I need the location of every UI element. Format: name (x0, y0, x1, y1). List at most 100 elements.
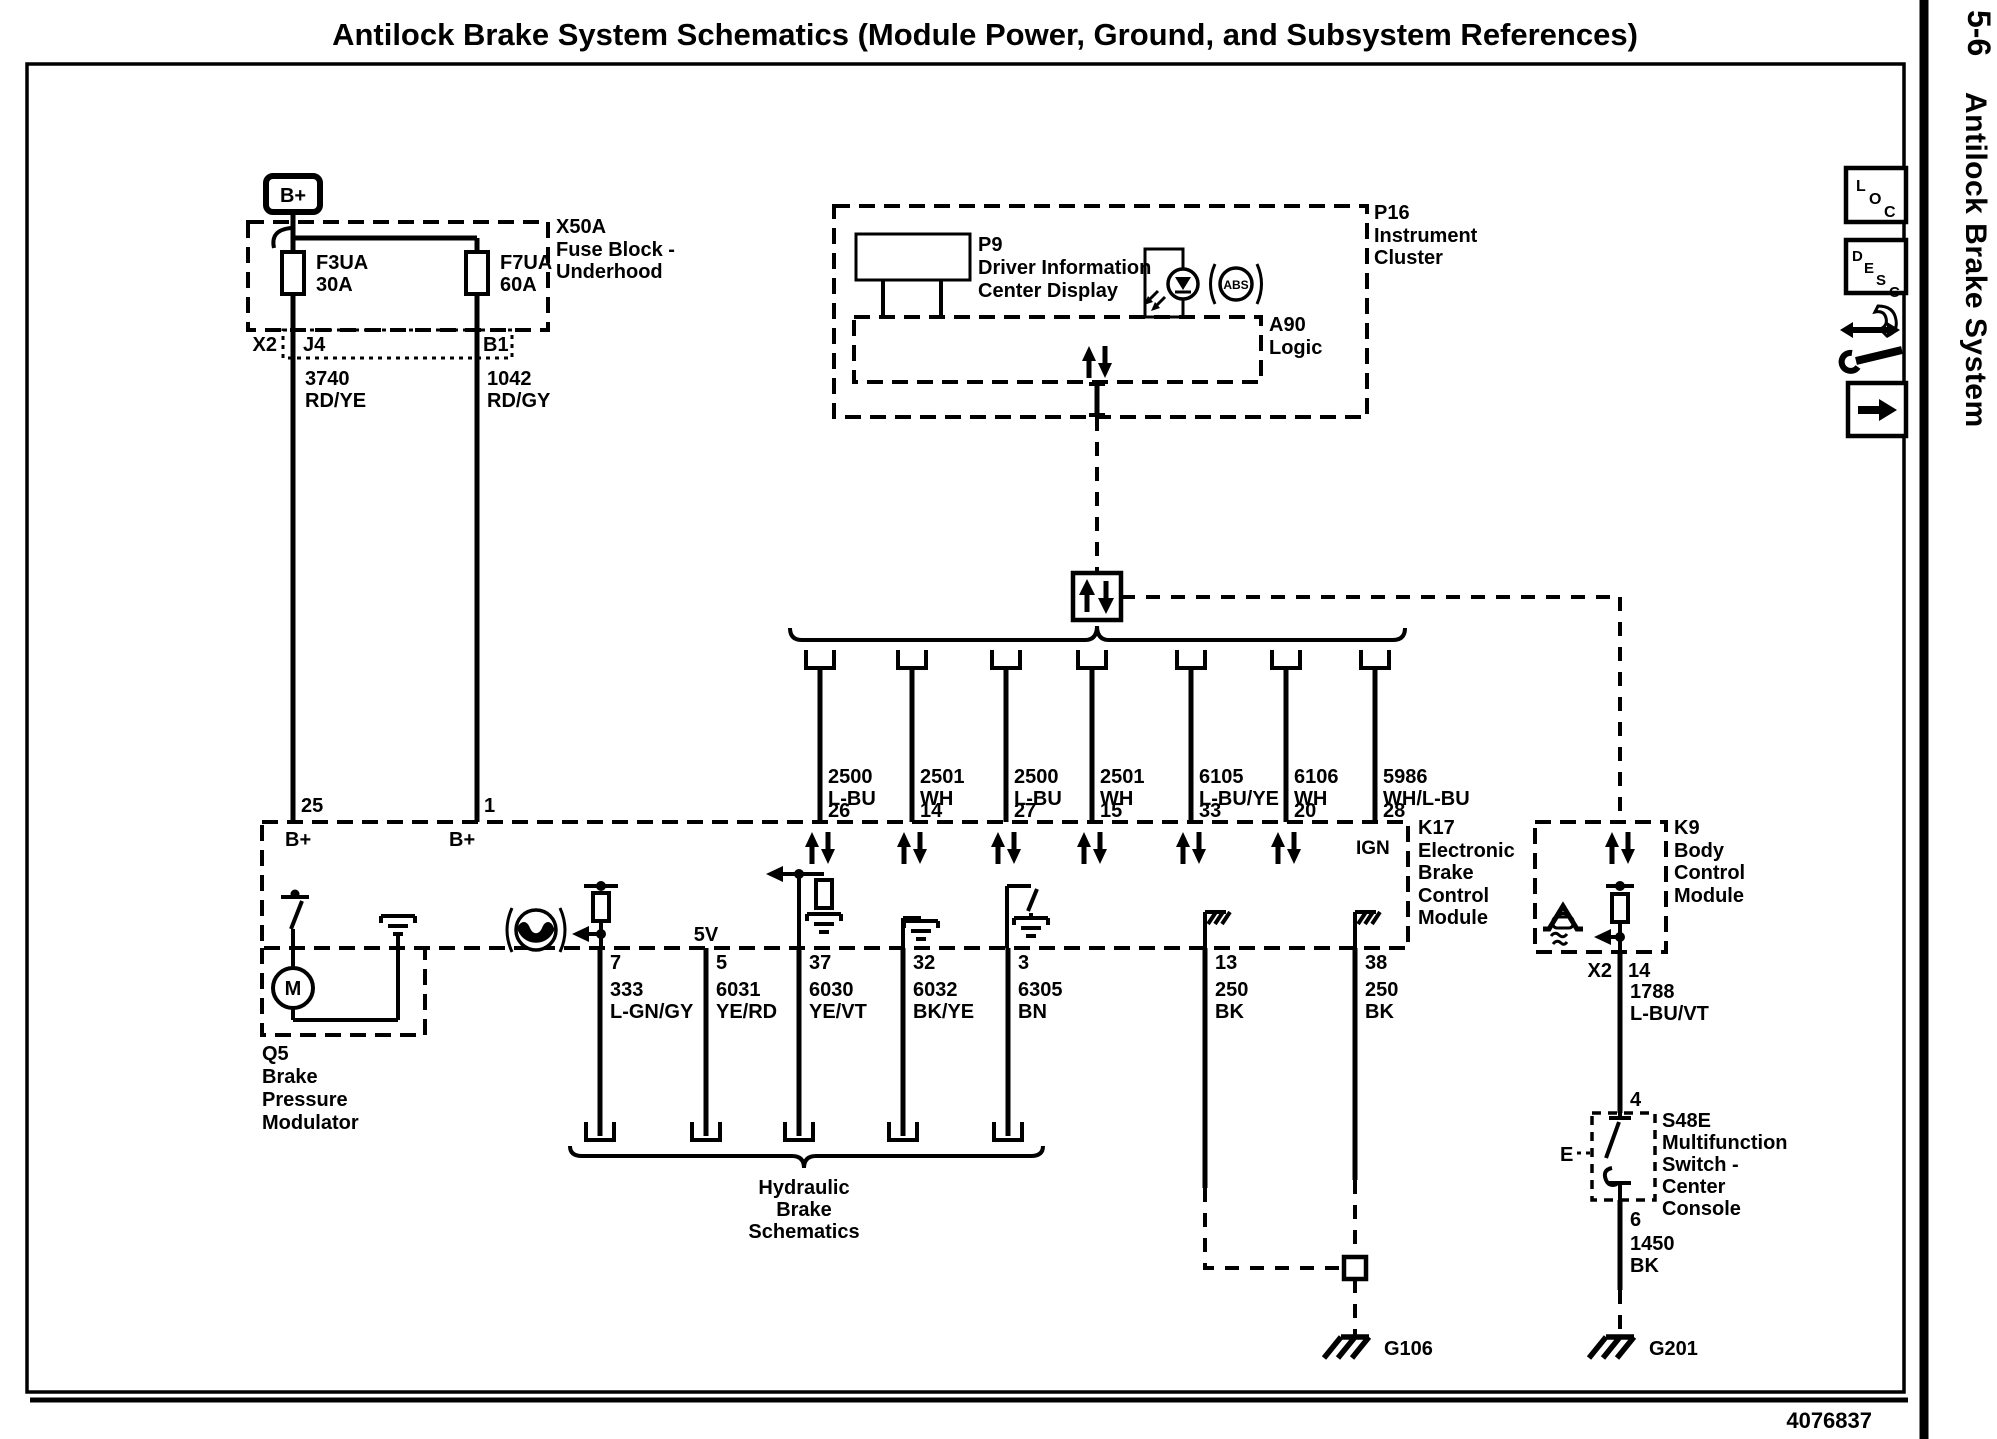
k17-id: K17 (1418, 817, 1455, 839)
bus6-color: WH (1294, 788, 1327, 810)
desc-letter-e: E (1864, 260, 1874, 277)
k9-name3: Module (1674, 885, 1744, 907)
bus3-color: L-BU (1014, 788, 1062, 810)
bus-wire-2: 2501 WH 14 (897, 648, 965, 864)
fuse-f7ua: F7UA 60A (464, 250, 552, 296)
bus5-color: L-BU/YE (1199, 788, 1279, 810)
k9-pullup-circuit (1594, 881, 1634, 952)
bus2-color: WH (920, 788, 953, 810)
q5-brake-pressure-modulator: M Q5 Brake Pressure Modulator (260, 948, 427, 1134)
g201-ground-icon (1589, 1337, 1634, 1358)
pin38-internal-ground-icon (1353, 910, 1382, 948)
bus1-arrows-icon (805, 832, 835, 864)
bus5-arrows-icon (1176, 832, 1206, 864)
k9-pin-label: 14 (1628, 960, 1651, 982)
low-wire-7: 7 333 L-GN/GY (584, 948, 694, 1142)
signal-arrow-icon (1594, 929, 1611, 945)
wire-3740: 3740 RD/YE 25 B+ (285, 294, 366, 851)
wire6031-color: YE/RD (716, 1001, 777, 1023)
fuse-block-id: X50A (556, 216, 606, 238)
k9-name1: Body (1674, 840, 1725, 862)
g106-label: G106 (1384, 1338, 1433, 1360)
hydraulic-line1: Hydraulic (758, 1177, 849, 1199)
k17-name2: Brake (1418, 862, 1474, 884)
desc-button[interactable]: D E S C (1843, 237, 1909, 301)
bus4-pin: 15 (1100, 800, 1122, 822)
wire1450-circuit: 1450 (1630, 1233, 1675, 1255)
pin37-label: 37 (809, 952, 831, 974)
k17-pin-25-name: B+ (285, 829, 311, 851)
wire1788-circuit: 1788 (1630, 981, 1675, 1003)
pin37-internal-circuit (766, 866, 843, 948)
abs-text: ABS (1223, 278, 1248, 292)
splice-g106: G106 (1324, 1254, 1433, 1360)
page-title: Antilock Brake System Schematics (Module… (332, 17, 1638, 52)
desc-letter-s: S (1876, 272, 1886, 289)
bus1-color: L-BU (828, 788, 876, 810)
fuse1-rating: 30A (316, 274, 353, 296)
loc-letter-l: L (1856, 178, 1866, 195)
diagnostic-wrench-icon[interactable] (1838, 304, 1903, 374)
wire333-circuit: 333 (610, 979, 643, 1001)
bus6-pin: 20 (1294, 800, 1316, 822)
a90-name: Logic (1269, 337, 1322, 359)
serial-data-box-icon (1070, 570, 1124, 623)
terminal-j4-label: J4 (303, 334, 326, 356)
hydraulic-brake-schematics-ref: Hydraulic Brake Schematics (568, 1145, 1045, 1243)
wire1788-color: L-BU/VT (1630, 1003, 1709, 1025)
low-wire-3: 3 6305 BN (992, 948, 1063, 1142)
wire6030-color: YE/VT (809, 1001, 867, 1023)
s48e-name2: Switch - (1662, 1154, 1739, 1176)
battery-positive-terminal: B+ (263, 173, 323, 215)
s48e-name4: Console (1662, 1198, 1741, 1220)
wire6031-circuit: 6031 (716, 979, 761, 1001)
fuse-block-connector: X2 J4 B1 (253, 328, 514, 360)
wire6032-circuit: 6032 (913, 979, 958, 1001)
k9-body-control-module: K9 Body Control Module X2 14 (1533, 817, 1745, 982)
pin32-internal-circuit (901, 916, 940, 948)
k17-module: K17 Electronic Brake Control Module (260, 817, 1515, 1022)
bus-wire-7: 5986 WH/L-BU 28 IGN (1356, 648, 1470, 859)
dic-display-symbol (854, 232, 972, 317)
bus3-pin: 27 (1014, 800, 1036, 822)
pin7-internal-circuit (572, 881, 618, 948)
section-title: Antilock Brake System (1959, 92, 1992, 428)
loc-letter-c: C (1884, 204, 1896, 221)
k17-5v-label: 5V (694, 924, 719, 946)
brake-warning-icon (505, 907, 567, 953)
g106-ground-icon (1324, 1337, 1369, 1358)
bus4-circuit: 2501 (1100, 766, 1145, 788)
q5-id: Q5 (262, 1043, 289, 1065)
loc-button[interactable]: L O C (1843, 165, 1909, 225)
low-wire-5: 5 6031 YE/RD (690, 948, 777, 1142)
q5-name2: Pressure (262, 1089, 348, 1111)
logic-a90: A90 Logic (852, 314, 1322, 384)
pin7-label: 7 (610, 952, 621, 974)
pin5-label: 5 (716, 952, 727, 974)
s48e-multifunction-switch: 4 E S48E Multifunction Switch - Center C… (1560, 1089, 1788, 1231)
k17-name3: Control (1418, 885, 1489, 907)
k17-pin-1-name: B+ (449, 829, 475, 851)
forward-arrow-button[interactable] (1845, 380, 1909, 439)
q5-name1: Brake (262, 1066, 318, 1088)
k9-id: K9 (1674, 817, 1700, 839)
bus6-circuit: 6106 (1294, 766, 1339, 788)
wire250b-circuit: 250 (1365, 979, 1398, 1001)
k9-serial-arrows-icon (1605, 832, 1635, 864)
ground-wire-38: 38 250 BK (1352, 948, 1398, 1257)
s48e-name1: Multifunction (1662, 1132, 1788, 1154)
s48e-id: S48E (1662, 1110, 1711, 1132)
g201-label: G201 (1649, 1338, 1698, 1360)
battery-label: B+ (280, 185, 306, 207)
bus2-circuit: 2501 (920, 766, 965, 788)
signal-arrow-icon (572, 926, 589, 942)
fuse1-id: F3UA (316, 252, 368, 274)
p16-id: P16 (1374, 202, 1410, 224)
abs-warning-lamp-icon (1143, 247, 1200, 319)
k17-name4: Module (1418, 907, 1488, 929)
p9-name1: Driver Information (978, 257, 1151, 279)
k17-name1: Electronic (1418, 840, 1515, 862)
p16-name1: Instrument (1374, 225, 1478, 247)
bus1-circuit: 2500 (828, 766, 873, 788)
wire-1450: 1450 BK G201 (1589, 1200, 1698, 1360)
